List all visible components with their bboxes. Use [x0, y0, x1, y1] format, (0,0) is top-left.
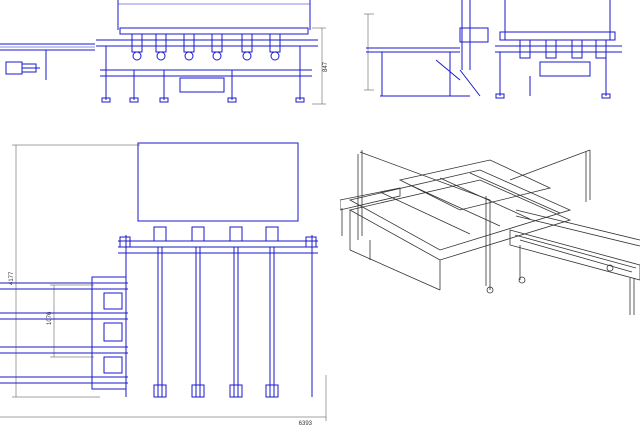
plan-height-inner-dimension: 1076	[47, 311, 53, 325]
isometric-view	[340, 149, 640, 315]
front-height-dimension: 847	[323, 61, 329, 72]
plan-view: 4177 1076 6393	[0, 142, 327, 427]
front-view: 847	[0, 0, 329, 105]
plan-width-total-dimension: 6393	[299, 421, 313, 427]
side-view	[364, 0, 622, 99]
plan-height-total-dimension: 4177	[9, 271, 15, 285]
